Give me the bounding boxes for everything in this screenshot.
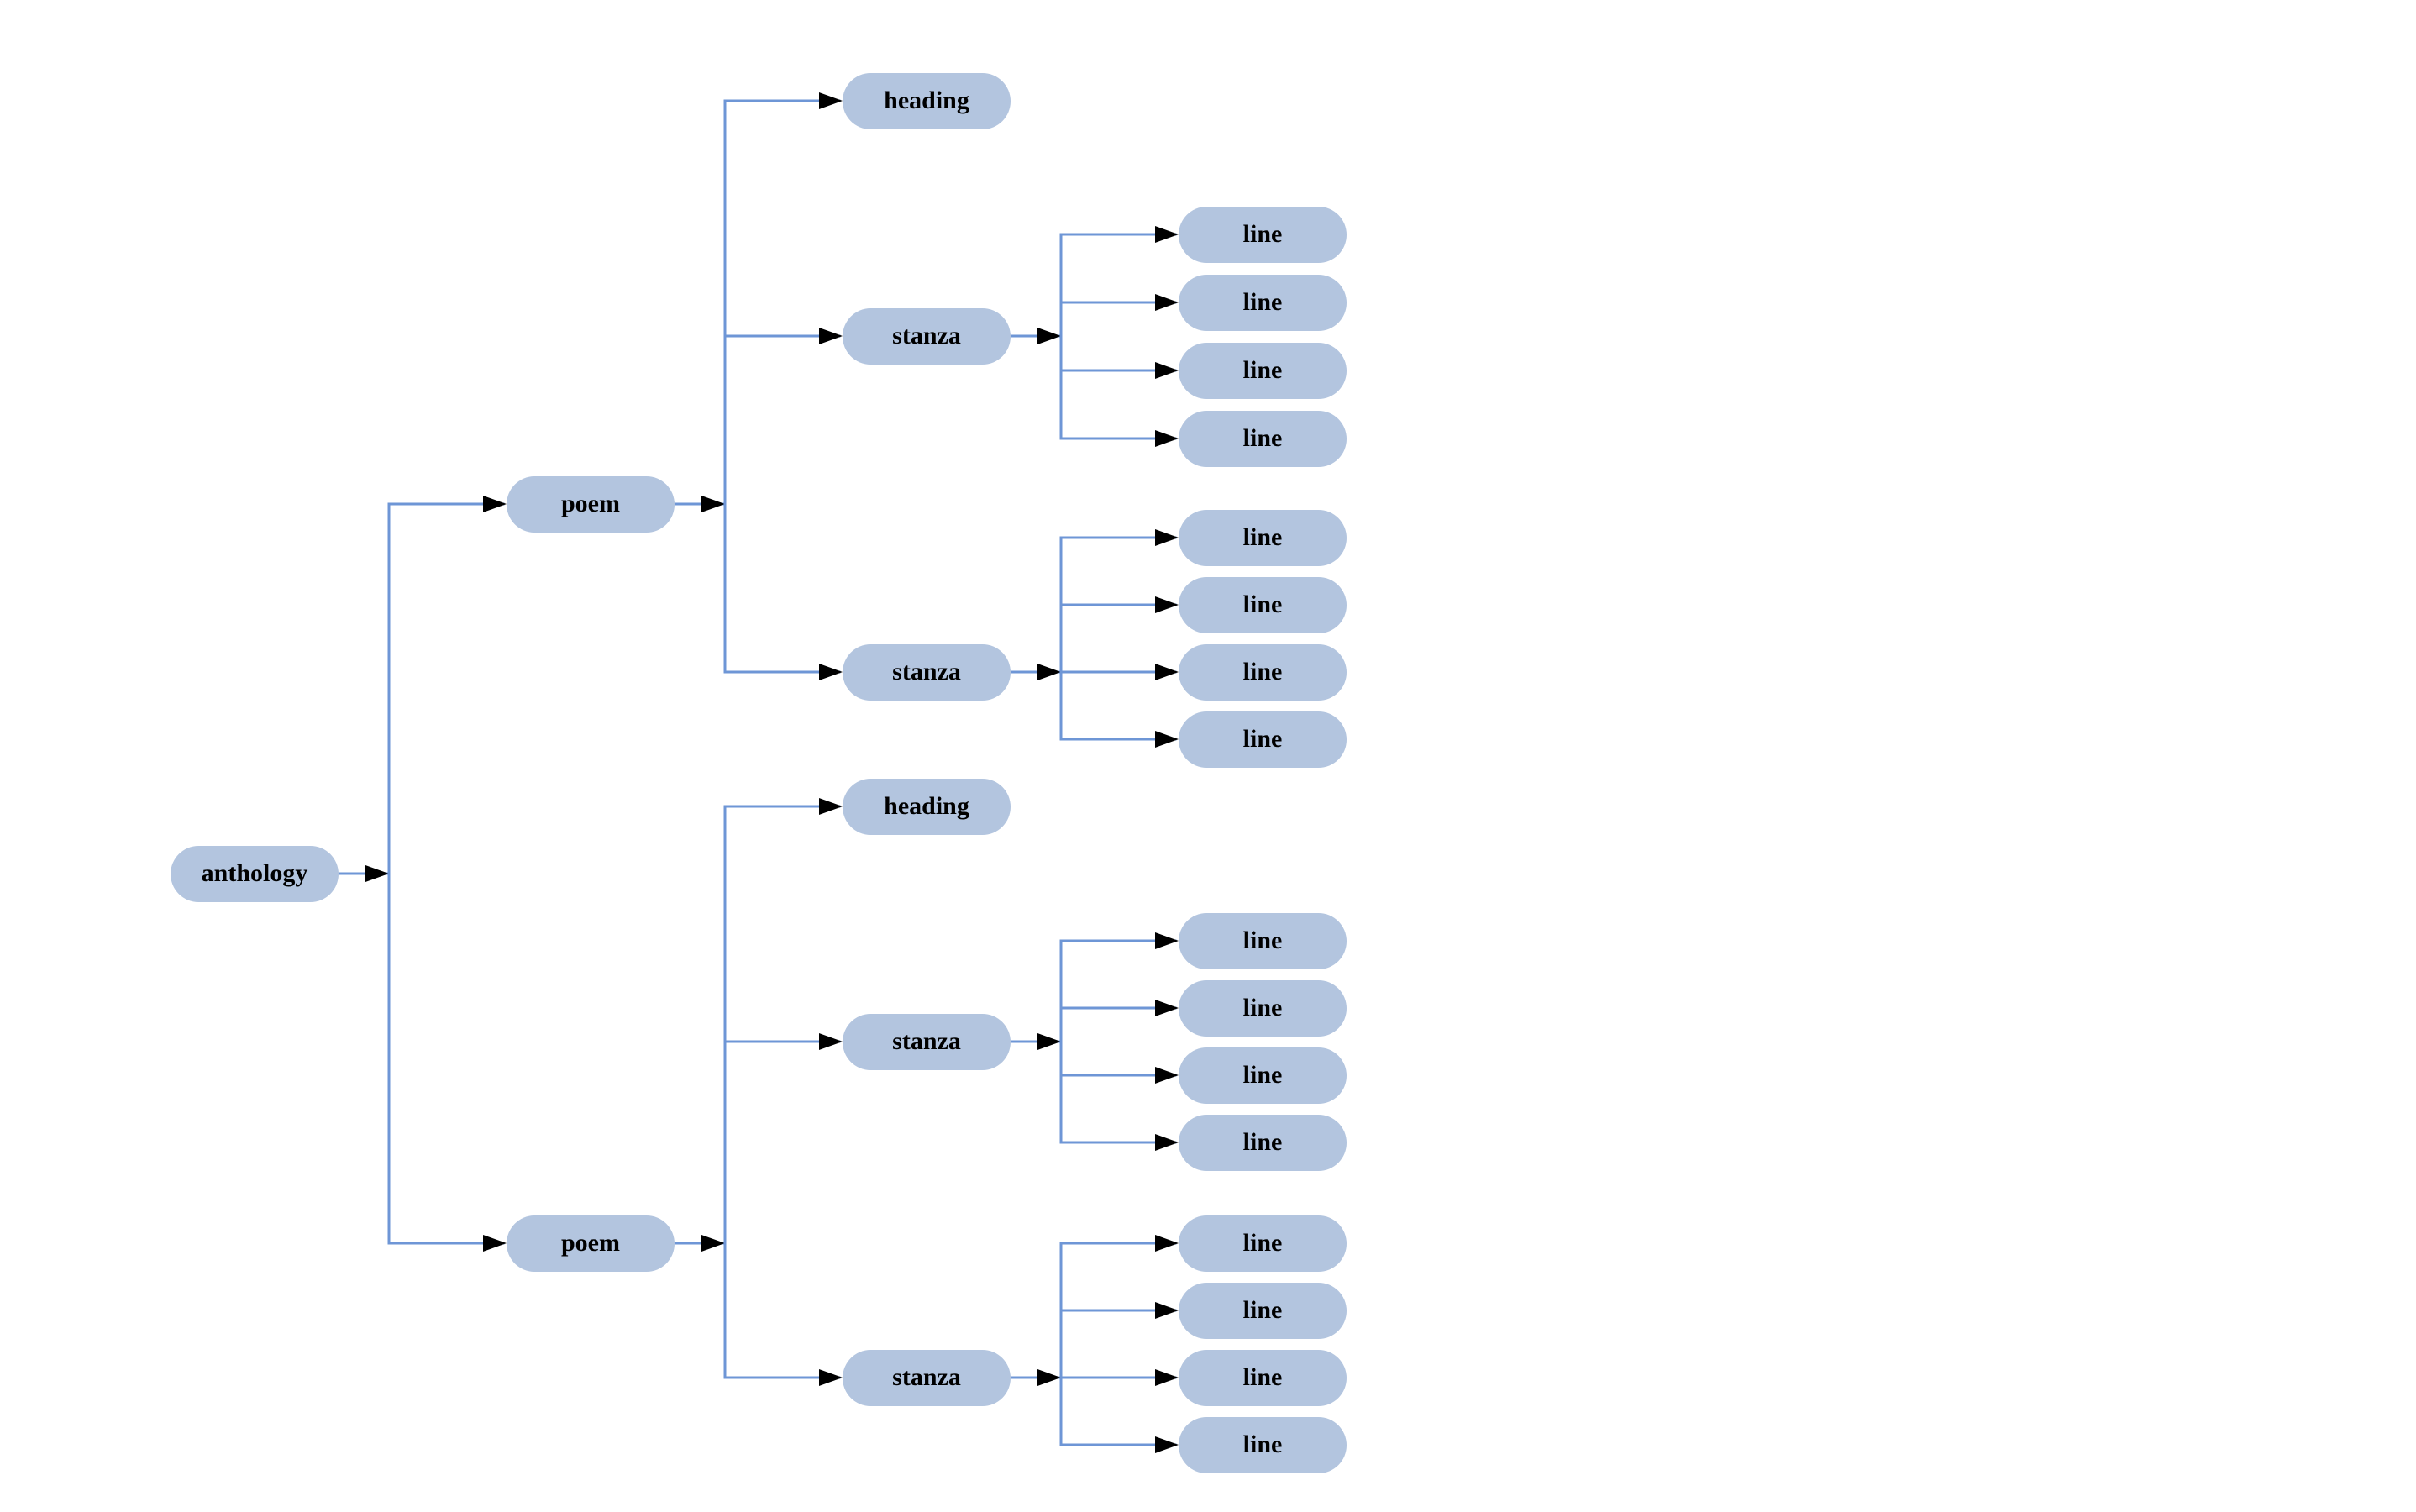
arrowhead-icon (483, 1235, 507, 1252)
arrowhead-icon (1155, 529, 1179, 546)
arrowhead-icon (1155, 362, 1179, 379)
tree-node-line: line (1179, 711, 1347, 768)
tree-node-anthology: anthology (171, 845, 339, 902)
arrowhead-icon (701, 1235, 725, 1252)
arrowhead-icon (819, 798, 843, 815)
arrowhead-icon (1155, 226, 1179, 243)
tree-node-label: line (1242, 288, 1283, 316)
tree-node-poem: poem (507, 1215, 675, 1272)
arrowhead-icon (483, 496, 507, 512)
arrowhead-icon (1155, 1235, 1179, 1252)
tree-node-label: stanza (892, 1027, 961, 1055)
tree-node-label: stanza (892, 658, 961, 685)
tree-node-stanza: stanza (843, 643, 1011, 701)
tree-node-label: line (1242, 356, 1283, 384)
tree-node-label: line (1242, 1296, 1283, 1324)
tree-node-stanza: stanza (843, 307, 1011, 365)
tree-node-line: line (1179, 1282, 1347, 1339)
arrowhead-icon (1155, 1067, 1179, 1084)
arrowhead-icon (1155, 932, 1179, 949)
arrowhead-icon (819, 664, 843, 680)
tree-node-label: line (1242, 1363, 1283, 1391)
tree-node-label: stanza (892, 322, 961, 349)
tree-node-label: line (1242, 1229, 1283, 1257)
arrowhead-icon (1155, 1000, 1179, 1016)
tree-node-label: heading (884, 792, 969, 820)
arrowhead-icon (1037, 1033, 1061, 1050)
arrowhead-icon (819, 92, 843, 109)
tree-node-line: line (1179, 274, 1347, 331)
tree-node-label: line (1242, 591, 1283, 618)
tree-node-label: line (1242, 523, 1283, 551)
arrowhead-icon (819, 1033, 843, 1050)
tree-node-label: heading (884, 87, 969, 114)
arrowhead-icon (1037, 1369, 1061, 1386)
tree-node-label: poem (561, 1229, 620, 1257)
arrowhead-icon (1155, 664, 1179, 680)
tree-node-label: line (1242, 220, 1283, 248)
tree-node-label: line (1242, 1431, 1283, 1458)
tree-node-line: line (1179, 1416, 1347, 1473)
tree-node-line: line (1179, 912, 1347, 969)
arrowhead-icon (819, 328, 843, 344)
tree-node-line: line (1179, 1215, 1347, 1272)
arrowhead-icon (1155, 731, 1179, 748)
arrowhead-icon (1155, 1302, 1179, 1319)
arrowhead-icon (1155, 1134, 1179, 1151)
tree-node-label: poem (561, 490, 620, 517)
tree-node-line: line (1179, 410, 1347, 467)
tree-node-line: line (1179, 1114, 1347, 1171)
tree-node-line: line (1179, 1047, 1347, 1104)
tree-node-poem: poem (507, 475, 675, 533)
arrowhead-icon (1037, 664, 1061, 680)
arrowhead-icon (701, 496, 725, 512)
arrowhead-icon (1155, 294, 1179, 311)
tree-node-heading: heading (843, 778, 1011, 835)
tree-node-line: line (1179, 1349, 1347, 1406)
arrowhead-icon (819, 1369, 843, 1386)
tree-node-line: line (1179, 342, 1347, 399)
tree-node-label: line (1242, 994, 1283, 1021)
arrowhead-icon (1155, 596, 1179, 613)
tree-node-label: line (1242, 658, 1283, 685)
tree-node-heading: heading (843, 72, 1011, 129)
arrowhead-icon (1037, 328, 1061, 344)
tree-node-line: line (1179, 206, 1347, 263)
tree-node-stanza: stanza (843, 1013, 1011, 1070)
tree-node-line: line (1179, 643, 1347, 701)
arrowhead-icon (1155, 1369, 1179, 1386)
tree-node-label: line (1242, 927, 1283, 954)
tree-node-label: line (1242, 725, 1283, 753)
tree-node-label: line (1242, 1128, 1283, 1156)
tree-node-line: line (1179, 576, 1347, 633)
arrowhead-icon (1155, 430, 1179, 447)
tree-node-label: anthology (201, 859, 308, 887)
arrowhead-icon (1155, 1436, 1179, 1453)
tree-node-label: stanza (892, 1363, 961, 1391)
tree-node-stanza: stanza (843, 1349, 1011, 1406)
tree-node-label: line (1242, 424, 1283, 452)
tree-node-line: line (1179, 979, 1347, 1037)
tree-node-line: line (1179, 509, 1347, 566)
arrowhead-icon (365, 865, 389, 882)
tree-node-label: line (1242, 1061, 1283, 1089)
